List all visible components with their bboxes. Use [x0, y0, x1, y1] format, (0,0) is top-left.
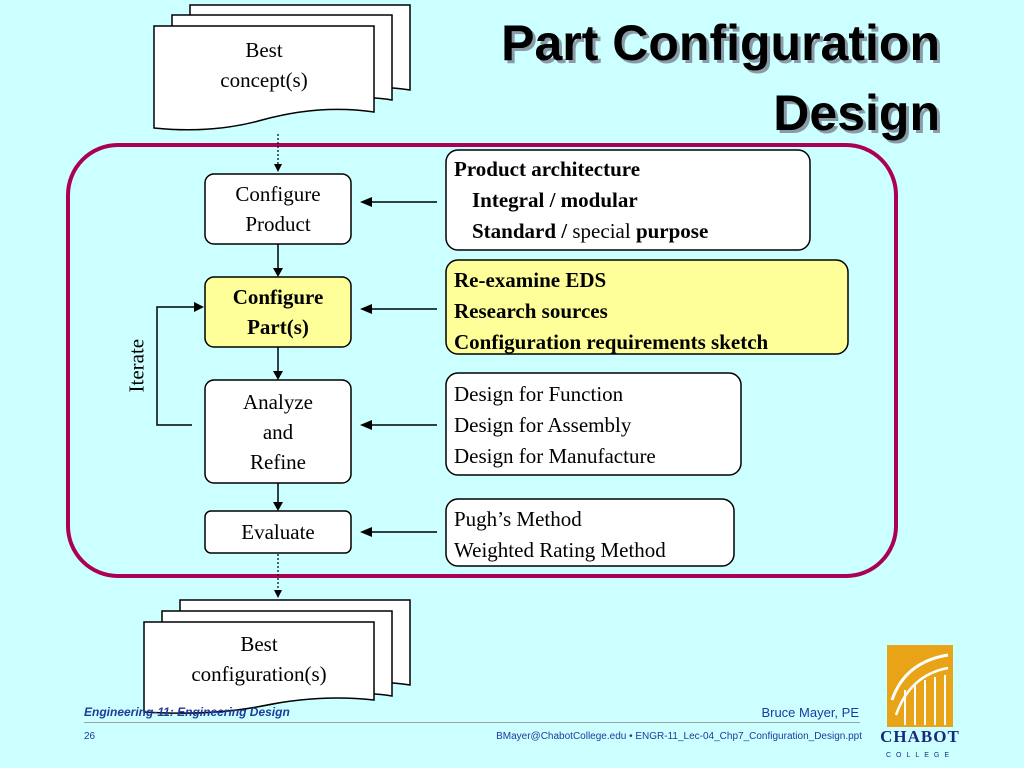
iterate-loop [156, 302, 204, 426]
footer-course: Engineering-11: Engineering Design [84, 705, 290, 719]
reexamine-line1: Re-examine EDS [454, 268, 607, 292]
process-frame [66, 143, 898, 578]
bottom-document-line1: Best [240, 632, 278, 656]
top-document-line2: concept(s) [220, 68, 308, 92]
footer-file: BMayer@ChabotCollege.edu • ENGR-11_Lec-0… [496, 731, 862, 742]
reexamine-text: Re-examine EDS Research sources Configur… [446, 261, 848, 362]
bottom-document-label: Best configuration(s) [144, 628, 374, 690]
reexamine-box [445, 259, 849, 355]
purpose-label: purpose [630, 219, 709, 243]
design-for-line1: Design for Function [454, 382, 624, 406]
design-for-box [445, 372, 742, 476]
design-for-text: Design for Function Design for Assembly … [446, 375, 741, 476]
configure-product-step: Configure Product [205, 174, 351, 244]
bottom-document-stack [143, 599, 411, 714]
evaluate-line1: Evaluate [241, 520, 315, 544]
analyze-refine-line1: Analyze [243, 389, 313, 414]
configure-product-line1: Configure [235, 182, 321, 206]
configure-product-line2: Product [245, 212, 311, 236]
info-arrows [360, 197, 437, 537]
top-document-stack [153, 4, 411, 131]
special-label: special [572, 219, 631, 243]
footer-page-number: 26 [84, 731, 96, 742]
product-architecture-line2: Integral / modular [472, 188, 638, 212]
bottom-document-line2: configuration(s) [191, 662, 327, 686]
methods-box [445, 498, 735, 567]
top-document-line1: Best [245, 38, 283, 62]
page-title-line1: Part Configuration [501, 15, 940, 71]
product-architecture-box [445, 149, 811, 251]
methods-text: Pugh’s Method Weighted Rating Method [446, 500, 734, 570]
flow-arrows [273, 244, 283, 511]
design-for-line3: Design for Manufacture [454, 444, 656, 468]
logo-name: CHABOT [880, 727, 960, 746]
product-architecture-line1: Product architecture [454, 157, 641, 181]
product-architecture-line3: Standard / special purpose [454, 216, 802, 247]
reexamine-line2: Research sources [454, 299, 608, 323]
top-document-label: Best concept(s) [154, 34, 374, 96]
page-title-line2: Design [773, 85, 940, 141]
product-architecture-text: Product architecture Integral / modular … [446, 150, 810, 251]
footer-divider [84, 722, 860, 723]
methods-line1: Pugh’s Method [454, 507, 582, 531]
footer-author: Bruce Mayer, PE [761, 705, 859, 720]
analyze-refine-step: Analyze and Refine [205, 380, 351, 483]
configure-parts-step: Configure Part(s) [205, 277, 351, 347]
evaluate-step: Evaluate [205, 511, 351, 553]
chabot-logo-graphic [887, 645, 953, 727]
analyze-refine-line2: and [262, 419, 294, 444]
analyze-refine-line3: Refine [250, 449, 306, 474]
methods-line2: Weighted Rating Method [454, 538, 666, 562]
iterate-label: Iterate [124, 338, 149, 393]
configure-parts-line1: Configure [232, 285, 324, 309]
configure-parts-line2: Part(s) [247, 315, 309, 339]
dotted-arrow-bottom [274, 554, 282, 598]
reexamine-line3: Configuration requirements sketch [454, 330, 769, 354]
standard-label: Standard / [472, 219, 573, 243]
design-for-line2: Design for Assembly [454, 413, 632, 437]
logo-sub: COLLEGE [885, 752, 955, 759]
dotted-arrow-top [274, 134, 282, 172]
